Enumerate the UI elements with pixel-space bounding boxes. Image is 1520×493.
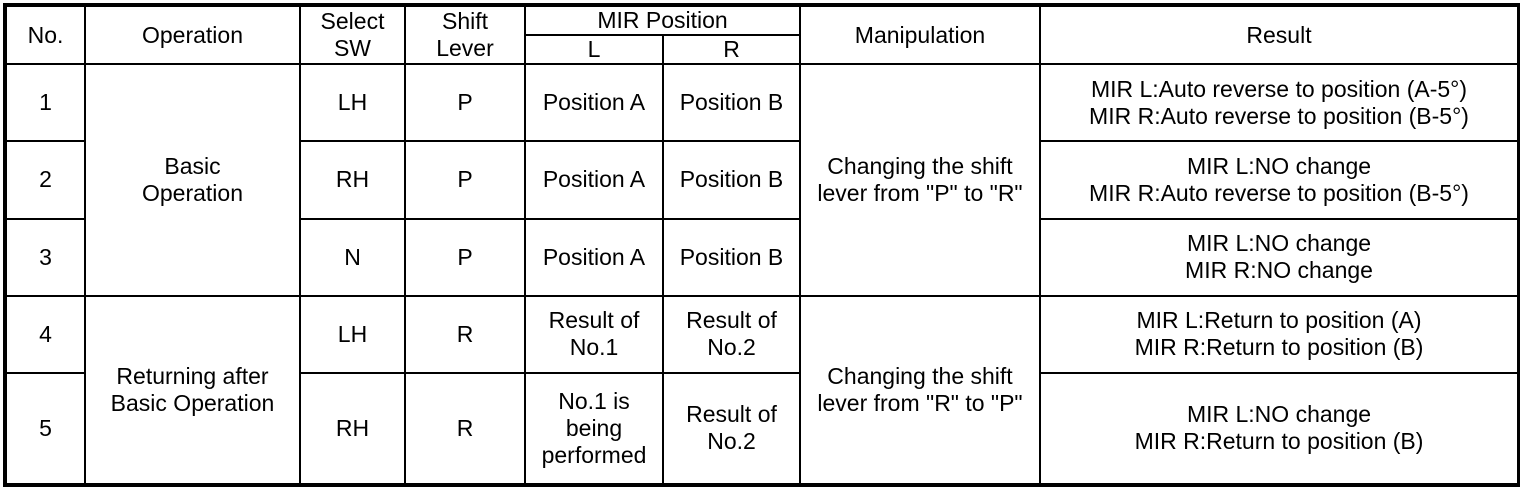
cell-mir-r: Position B — [662, 63, 801, 143]
cell-result: MIR L:NO change MIR R:NO change — [1039, 217, 1520, 297]
table-row: 4 Returning after Basic Operation LH R R… — [4, 294, 1520, 487]
cell-select-sw: RH — [299, 140, 406, 220]
cell-shift-lever: P — [404, 140, 526, 220]
cell-select-sw: LH — [299, 294, 406, 374]
column-header-result: Result — [1039, 3, 1520, 66]
table-body: 1 Basic Operation LH P Position A Positi… — [4, 63, 1520, 487]
cell-operation-group: Returning after Basic Operation — [84, 294, 301, 487]
column-header-mir-position: MIR Position — [524, 3, 801, 37]
cell-select-sw: N — [299, 217, 406, 297]
header-row-primary: No. Operation Select SW Shift Lever MIR … — [4, 3, 1520, 66]
cell-mir-r: Position B — [662, 217, 801, 297]
column-header-manipulation: Manipulation — [799, 3, 1041, 66]
cell-mir-l: Position A — [524, 140, 664, 220]
cell-no: 5 — [4, 371, 86, 487]
mir-position-specification-table: No. Operation Select SW Shift Lever MIR … — [3, 3, 1520, 487]
cell-operation-group: Basic Operation — [84, 63, 301, 297]
table-row: 1 Basic Operation LH P Position A Positi… — [4, 63, 1520, 297]
cell-manipulation-group: Changing the shift lever from "P" to "R" — [799, 63, 1041, 297]
cell-mir-r: Result of No.2 — [662, 294, 801, 374]
column-header-mir-r: R — [662, 34, 801, 66]
cell-mir-l: No.1 is being performed — [524, 371, 664, 487]
cell-mir-l: Result of No.1 — [524, 294, 664, 374]
cell-shift-lever: P — [404, 63, 526, 143]
column-header-no: No. — [4, 3, 86, 66]
cell-shift-lever: P — [404, 217, 526, 297]
cell-manipulation-group: Changing the shift lever from "R" to "P" — [799, 294, 1041, 487]
table-row: 3 N P Position A Position B MIR L:NO cha… — [4, 217, 1520, 297]
table-row: 5 RH R No.1 is being performed Result of… — [4, 371, 1520, 487]
cell-mir-l: Position A — [524, 63, 664, 143]
cell-mir-l: Position A — [524, 217, 664, 297]
column-header-mir-l: L — [524, 34, 664, 66]
table-row: 2 RH P Position A Position B MIR L:NO ch… — [4, 140, 1520, 220]
cell-select-sw: LH — [299, 63, 406, 143]
cell-no: 2 — [4, 140, 86, 220]
cell-select-sw: RH — [299, 371, 406, 487]
cell-mir-r: Position B — [662, 140, 801, 220]
cell-no: 1 — [4, 63, 86, 143]
cell-no: 4 — [4, 294, 86, 374]
column-header-operation: Operation — [84, 3, 301, 66]
cell-result: MIR L:NO change MIR R:Auto reverse to po… — [1039, 140, 1520, 220]
table-header: No. Operation Select SW Shift Lever MIR … — [4, 3, 1520, 66]
cell-no: 3 — [4, 217, 86, 297]
column-header-select-sw: Select SW — [299, 3, 406, 66]
cell-result: MIR L:Return to position (A) MIR R:Retur… — [1039, 294, 1520, 374]
cell-result: MIR L:Auto reverse to position (A-5°) MI… — [1039, 63, 1520, 143]
header-row-secondary: L R — [5, 34, 1519, 66]
cell-result: MIR L:NO change MIR R:Return to position… — [1039, 371, 1520, 487]
cell-shift-lever: R — [404, 371, 526, 487]
specification-table-sheet: No. Operation Select SW Shift Lever MIR … — [0, 3, 1520, 493]
column-header-shift-lever: Shift Lever — [404, 3, 526, 66]
cell-mir-r: Result of No.2 — [662, 371, 801, 487]
cell-shift-lever: R — [404, 294, 526, 374]
